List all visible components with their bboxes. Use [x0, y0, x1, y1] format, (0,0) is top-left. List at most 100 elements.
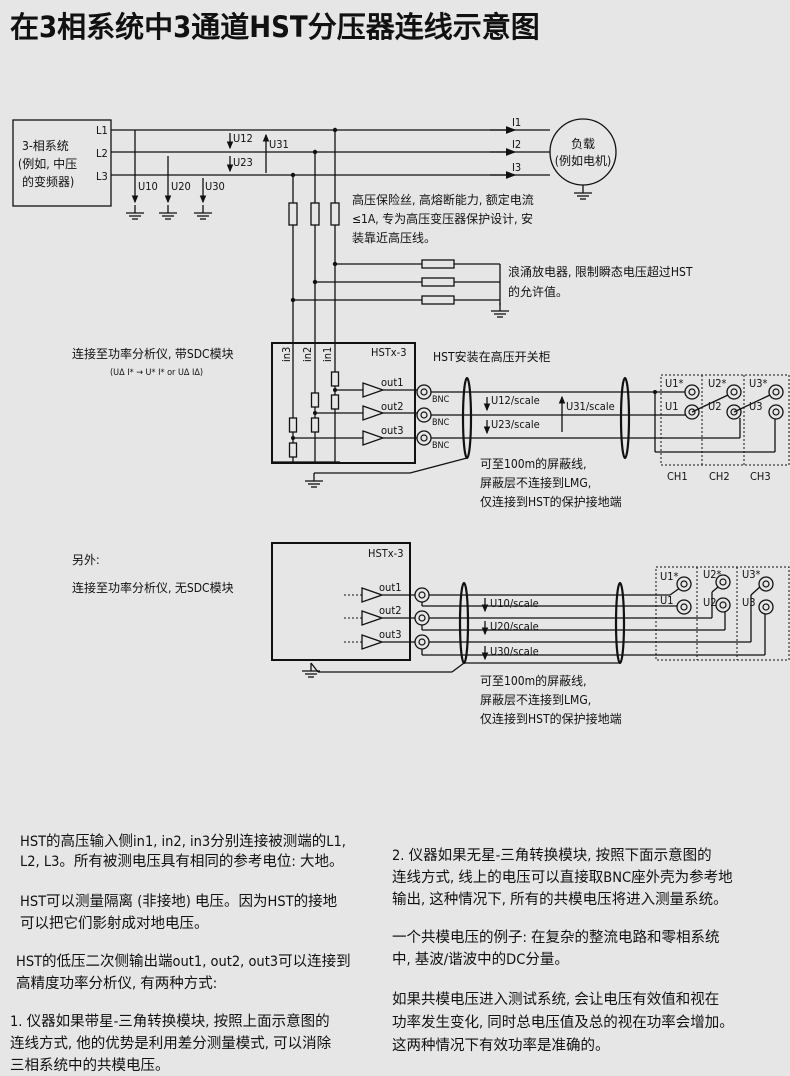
diagram-shape: [332, 127, 338, 133]
ground-icon: [193, 204, 213, 220]
phase-lines: I1 I2 I3: [111, 116, 550, 179]
ground-icon: [125, 204, 145, 220]
diagram-shape: [330, 394, 340, 410]
label: out1: [379, 581, 402, 594]
label: 输出, 这种情况下, 所有的共模电压将进入测量系统。: [392, 891, 728, 908]
diagram-shape: [758, 599, 774, 615]
diagram-shape: [660, 374, 790, 466]
diagram-shape: [288, 417, 298, 433]
bnc-connector-icon: [416, 384, 432, 400]
label: 浪涌放电器, 限制瞬态电压超过HST: [508, 264, 693, 279]
ground-icon: [301, 662, 321, 678]
label: U1: [660, 594, 674, 607]
label: U1: [665, 400, 679, 413]
label: U3: [749, 400, 763, 413]
diagram-shape: [451, 662, 465, 673]
amplifier-icon: [362, 405, 384, 421]
diagram-shape: [676, 576, 692, 592]
diagram-shape: [676, 599, 692, 615]
label: 中, 基波/谐波中的DC分量。: [392, 951, 569, 968]
diagram-shape: [290, 172, 296, 178]
label: 2. 仪器如果无星-三角转换模块, 按照下面示意图的: [392, 846, 712, 864]
label: U3*: [749, 377, 768, 390]
current-i2: I2: [512, 138, 521, 151]
diagram-shape: [291, 436, 295, 440]
current-i1: I1: [512, 116, 521, 129]
label: 可至100m的屏蔽线,: [480, 456, 587, 471]
bnc-connector-icon: [414, 587, 430, 603]
diagram-shape: [333, 388, 337, 392]
fuse-taps: 高压保险丝, 高熔断能力, 额定电流 ≤1A, 专为高压变压器保护设计, 安 装…: [288, 127, 534, 430]
fuse-icon: [288, 202, 298, 226]
label-l3: L3: [96, 170, 108, 183]
label: 装靠近高压线。: [352, 230, 436, 245]
label: 另外:: [72, 553, 100, 567]
label: 屏蔽层不连接到LMG,: [480, 692, 591, 707]
label: CH1: [667, 470, 688, 483]
label: U2: [703, 596, 717, 609]
bnc-connector-icon: [414, 634, 430, 650]
hst-model-label: HSTx-3: [368, 547, 404, 560]
label: 屏蔽层不连接到LMG,: [480, 475, 591, 490]
label: 功率发生变化, 同时总电压值及总的视在功率会增加。: [392, 1014, 734, 1031]
label: 高精度功率分析仪, 有两种方式:: [16, 975, 217, 992]
diagram-shape: [271, 342, 416, 464]
label: U1*: [660, 570, 679, 583]
label: 连接至功率分析仪, 带SDC模块: [72, 346, 234, 361]
label: U30/scale: [490, 645, 539, 658]
label: U23/scale: [491, 418, 540, 431]
label: U20/scale: [490, 620, 539, 633]
ground-icon: [573, 184, 593, 200]
explanation-right: 2. 仪器如果无星-三角转换模块, 按照下面示意图的 连线方式, 线上的电压可以…: [392, 846, 734, 1054]
label: 三相系统中的共模电压。: [10, 1057, 170, 1074]
label: U31/scale: [566, 400, 615, 413]
label: out3: [381, 424, 404, 437]
diagram-shape: [655, 566, 790, 661]
label: 的允许值。: [508, 284, 568, 299]
label: 的变频器): [22, 174, 74, 189]
surge-arresters: 浪涌放电器, 限制瞬态电压超过HST 的允许值。: [290, 259, 693, 318]
diagram-shape: [288, 442, 298, 458]
diagram-shape: [733, 394, 771, 413]
label: HST可以测量隔离 (非接地) 电压。因为HST的接地: [20, 893, 337, 910]
ground-icon: [158, 204, 178, 220]
diagram-shape: [12, 119, 112, 207]
diagram-shape: [768, 384, 784, 400]
diagram-shape: [421, 277, 455, 287]
label: (例如, 中压: [18, 156, 77, 171]
ground-icon: [490, 302, 510, 318]
diagram-shape: [310, 417, 320, 433]
bnc-connector-icon: [414, 610, 430, 626]
label: out2: [379, 604, 402, 617]
ground-icon: [304, 472, 324, 488]
label: in2: [301, 347, 314, 362]
label: out3: [379, 628, 402, 641]
label: 如果共模电压进入测试系统, 会让电压有效值和视在: [392, 991, 719, 1008]
load-motor: 负载 (例如电机): [549, 118, 617, 200]
diagram-shape: [310, 392, 320, 408]
diagram-shape: [290, 297, 296, 303]
explanation-left: HST的高压输入侧in1, in2, in3分别连接被测端的L1, L2, L3…: [10, 833, 351, 1074]
bnc-connector-icon: [416, 430, 432, 446]
diagram-shape: [312, 149, 318, 155]
label: U1*: [665, 377, 684, 390]
label: U20: [171, 180, 191, 193]
diagram-shape: [312, 279, 318, 285]
diagram-shape: [768, 404, 784, 420]
label: 连线方式, 他的优势是利用差分测量模式, 可以消除: [10, 1035, 332, 1052]
diagram-shape: [726, 384, 742, 400]
amplifier-icon: [362, 382, 384, 398]
label: BNC: [432, 441, 450, 451]
label: 3-相系统: [22, 139, 69, 153]
label: out2: [381, 400, 404, 413]
diagram-shape: [271, 542, 411, 661]
label: U31: [269, 138, 289, 151]
voltage-arrows: U10 U20 U30 U12 U23 U31: [125, 130, 289, 220]
diagram-without-sdc: 另外: 连接至功率分析仪, 无SDC模块 HSTx-3 out1 out2 ou…: [72, 542, 766, 726]
diagram-shape: [549, 118, 617, 186]
label: HST的高压输入侧in1, in2, in3分别连接被测端的L1,: [20, 833, 346, 850]
label: (UΔ I* → U* I* or UΔ IΔ): [110, 368, 203, 378]
diagram-shape: [691, 394, 729, 413]
